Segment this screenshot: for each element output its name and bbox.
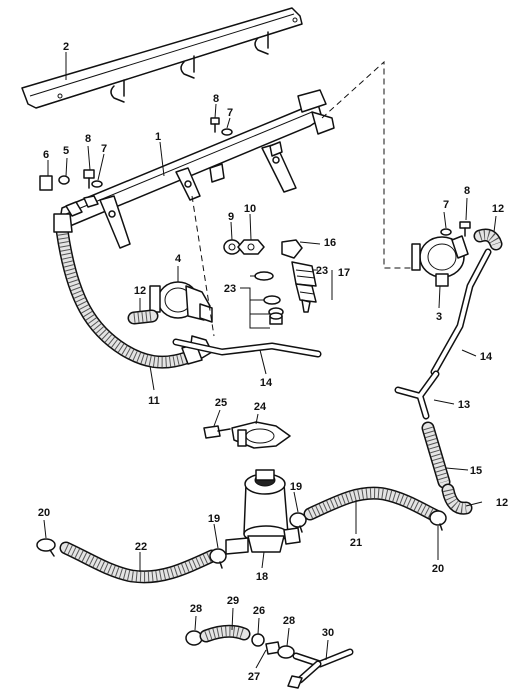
rail-screw-top — [210, 117, 233, 136]
callout-28-right: 28 — [283, 615, 295, 627]
callout-5: 5 — [63, 145, 69, 157]
fuel-hose-21 — [303, 486, 443, 523]
callout-7-top: 7 — [227, 107, 233, 119]
phantom-line-left — [191, 195, 215, 337]
injector-seals — [254, 271, 284, 325]
callout-16: 16 — [324, 237, 336, 249]
callout-7-left: 7 — [101, 143, 107, 155]
washer-and-nut — [223, 239, 265, 255]
callouts: 2 1 6 5 8 7 8 7 9 10 16 23 17 23 4 12 11… — [38, 41, 508, 683]
callout-21: 21 — [350, 537, 362, 549]
check-valve-and-bracket — [203, 421, 291, 449]
hose-15 — [421, 421, 451, 489]
callout-26: 26 — [253, 605, 265, 617]
callout-22: 22 — [135, 541, 147, 553]
fuel-pump — [225, 469, 301, 555]
bottom-hose-assembly — [185, 624, 354, 689]
fuel-hose-22 — [59, 541, 219, 584]
phantom-line-right — [321, 60, 414, 269]
injector-clip — [281, 239, 303, 259]
callout-4: 4 — [175, 253, 182, 265]
callout-18: 18 — [256, 571, 268, 583]
callout-17: 17 — [338, 267, 350, 279]
y-connector — [394, 370, 440, 420]
hose-12-left — [127, 309, 159, 325]
callout-12-bottom-right: 12 — [496, 497, 508, 509]
callout-28-left: 28 — [190, 603, 202, 615]
callout-2: 2 — [63, 41, 69, 53]
fuel-pipe-14-left — [172, 338, 322, 358]
fuel-rail — [59, 89, 335, 249]
callout-8-left: 8 — [85, 133, 91, 145]
hose-12-top-right — [473, 228, 503, 251]
callout-12-top-right: 12 — [492, 203, 504, 215]
callout-19-left: 19 — [208, 513, 220, 525]
callout-25: 25 — [215, 397, 227, 409]
callout-14-left: 14 — [260, 377, 273, 389]
callout-27: 27 — [248, 671, 260, 683]
fuel-injector — [291, 261, 317, 313]
callout-10: 10 — [244, 203, 256, 215]
callout-8-right: 8 — [464, 185, 470, 197]
callout-20-right: 20 — [432, 563, 444, 575]
callout-7-right: 7 — [443, 199, 449, 211]
callout-15: 15 — [470, 465, 482, 477]
fuel-pipe-14-right — [430, 248, 492, 376]
callout-14-right: 14 — [480, 351, 493, 363]
fuel-hose-11 — [53, 213, 203, 369]
fuel-pressure-regulator-right — [411, 221, 471, 287]
hose-12-bottom-right — [441, 483, 473, 515]
callout-24: 24 — [254, 401, 267, 413]
fuel-rail-cover — [21, 7, 303, 109]
callout-30: 30 — [322, 627, 334, 639]
rail-screw-left — [39, 169, 103, 217]
callout-23-left: 23 — [224, 283, 236, 295]
callout-6: 6 — [43, 149, 49, 161]
callout-19-right: 19 — [290, 481, 302, 493]
hose-clamps — [36, 510, 447, 569]
callout-29: 29 — [227, 595, 239, 607]
callout-11: 11 — [148, 395, 160, 407]
callout-12-left: 12 — [134, 285, 146, 297]
callout-20-left: 20 — [38, 507, 50, 519]
callout-1: 1 — [155, 131, 161, 143]
callout-3-lower: 3 — [436, 311, 442, 323]
leader-lines — [43, 52, 497, 669]
callout-8-top: 8 — [213, 93, 219, 105]
callout-23-right: 23 — [316, 265, 328, 277]
callout-13: 13 — [458, 399, 470, 411]
callout-9: 9 — [228, 211, 234, 223]
